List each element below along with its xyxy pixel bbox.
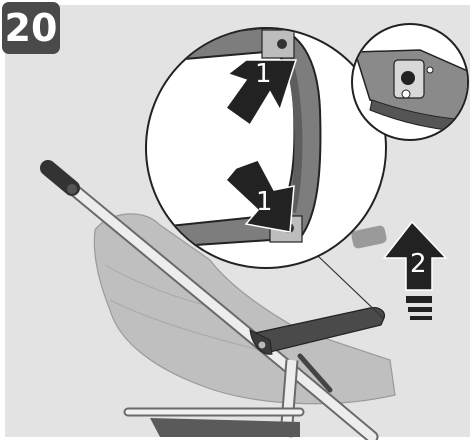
callout-number-lift: 2 xyxy=(410,249,427,279)
handle-joint xyxy=(67,184,77,194)
callout-number-bottom: 1 xyxy=(256,187,273,217)
step-number-badge: 20 xyxy=(2,2,60,54)
detail-magnifier: 1 1 xyxy=(146,28,386,268)
motion-line-1 xyxy=(406,296,432,303)
motion-line-3 xyxy=(410,316,432,320)
motion-line-2 xyxy=(408,307,432,312)
release-button-icon xyxy=(394,60,424,98)
callout-number-top: 1 xyxy=(255,59,272,89)
button-magnifier xyxy=(352,24,470,140)
